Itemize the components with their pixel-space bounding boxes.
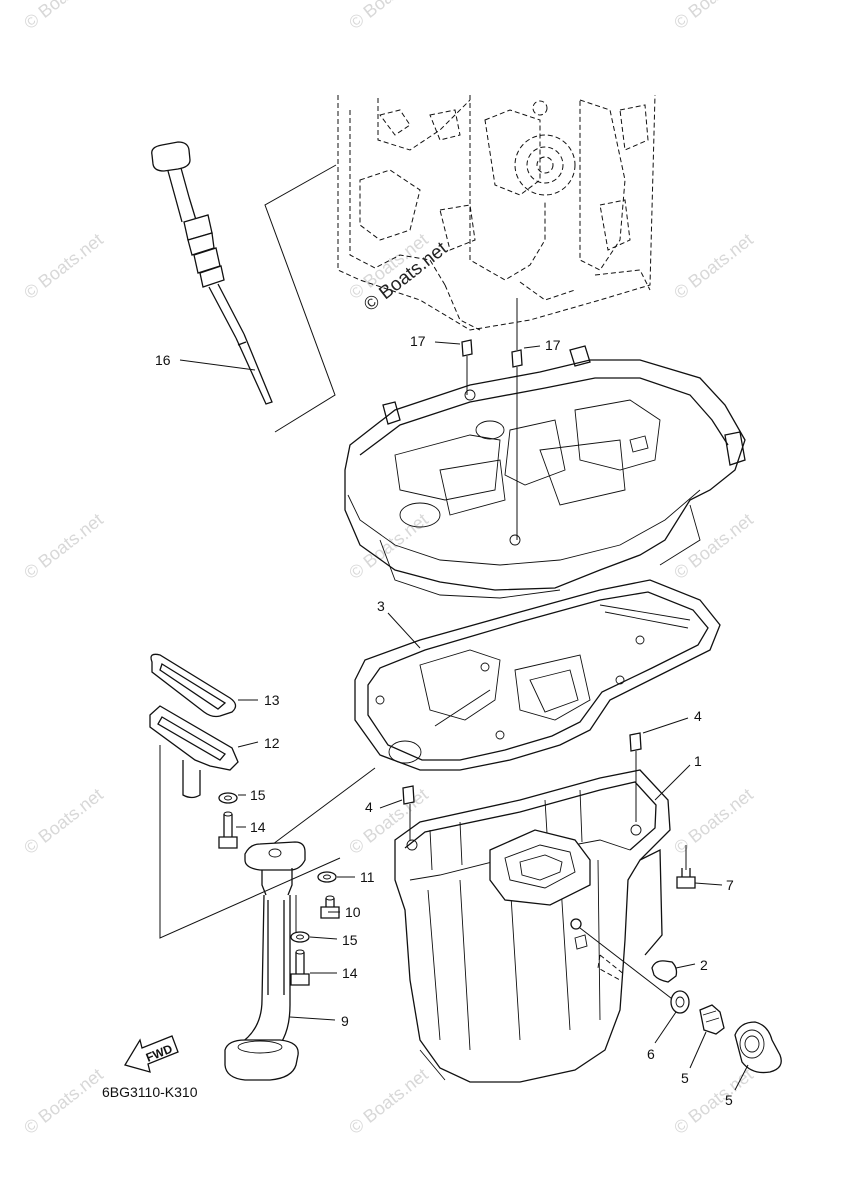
dipstick-bracket <box>264 164 337 433</box>
oil-pan <box>394 769 671 1083</box>
dowel-pin-4-lower <box>402 785 415 840</box>
callout-14-upper: 14 <box>250 819 266 835</box>
watermark-text: © Boats.net <box>20 784 107 858</box>
drain-leader <box>579 927 681 1006</box>
forward-direction-arrow: FWD <box>124 1035 179 1073</box>
callout-12: 12 <box>264 735 280 751</box>
callout-17-left: 17 <box>410 333 426 349</box>
callout-2: 2 <box>700 957 708 973</box>
callout-7: 6 <box>647 1046 655 1062</box>
watermark-text: © Boats.net <box>670 0 757 33</box>
watermark-text: © Boats.net <box>345 784 432 858</box>
callouts: 17 17 16 3 13 12 15 14 4 1 4 7 1 <box>155 333 749 1108</box>
dipstick <box>151 141 273 405</box>
watermark-text: © Boats.net <box>345 0 432 33</box>
drain-plug-2 <box>651 960 678 983</box>
callout-14-lower: 14 <box>342 965 358 981</box>
callout-10: 10 <box>345 904 361 920</box>
callout-9: 9 <box>341 1013 349 1029</box>
dowel-pin-4-upper <box>629 732 642 822</box>
strainer-to-pan-leader <box>264 767 376 851</box>
watermark-text: © Boats.net <box>670 229 757 303</box>
part-code: 6BG3110-K310 <box>102 1084 198 1100</box>
watermark-text: © Boats.net <box>670 509 757 583</box>
callout-3: 3 <box>377 598 385 614</box>
engine-block-outline <box>337 94 656 331</box>
watermark-text: © Boats.net <box>20 229 107 303</box>
watermark-text: © Boats.net <box>345 1064 432 1138</box>
callout-8: 7 <box>726 877 734 893</box>
dowel-pin-17-left <box>461 339 473 395</box>
washer-15-upper <box>218 792 238 804</box>
plug-5 <box>734 1021 782 1074</box>
watermark-grid: © Boats.net © Boats.net © Boats.net © Boats… <box>20 0 757 1138</box>
bolt-8 <box>676 845 696 889</box>
watermark-text: © Boats.net <box>20 1064 107 1138</box>
oil-strainer <box>224 841 306 1081</box>
callout-5: 5 <box>725 1092 733 1108</box>
exhaust-guide <box>344 345 746 599</box>
watermark-text: © Boats.net <box>20 0 107 33</box>
callout-1: 1 <box>694 753 702 769</box>
fitting-6 <box>699 1004 725 1035</box>
strainer-housing <box>149 705 239 799</box>
bolt-14-upper <box>218 811 238 849</box>
washer-15-lower <box>290 931 310 943</box>
callout-11: 11 <box>360 869 375 885</box>
bolt-10 <box>320 895 340 919</box>
strainer-group-bracket <box>159 745 341 939</box>
watermark-text: © Boats.net <box>670 784 757 858</box>
watermark-text: © Boats.net <box>20 509 107 583</box>
gasket-leader-inner <box>434 689 491 727</box>
callout-6: 5 <box>681 1070 689 1086</box>
callout-15-lower: 15 <box>342 932 358 948</box>
callout-17-right: 17 <box>545 337 561 353</box>
callout-16: 16 <box>155 352 171 368</box>
strainer-gasket <box>150 653 237 718</box>
callout-4-upper: 4 <box>694 708 702 724</box>
watermark-text: © Boats.net <box>345 509 432 583</box>
washer-11 <box>317 871 337 883</box>
dowel-pin-17-right <box>511 349 523 540</box>
bolt-14-lower <box>290 949 310 986</box>
oil-pan-gasket <box>354 579 721 771</box>
gasket-7 <box>670 990 690 1014</box>
callout-13: 13 <box>264 692 280 708</box>
callout-15-upper: 15 <box>250 787 266 803</box>
callout-4-lower: 4 <box>365 799 373 815</box>
